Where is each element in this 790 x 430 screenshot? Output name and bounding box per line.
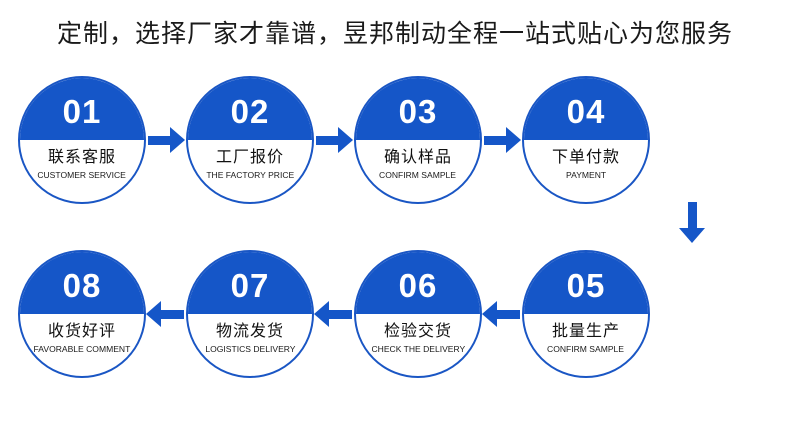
step-label-cn: 下单付款 xyxy=(551,149,620,166)
step-number: 01 xyxy=(62,92,102,130)
step-label-en: CHECK THE DELIVERY xyxy=(371,343,465,354)
step-labels: 确认样品 CONFIRM SAMPLE xyxy=(356,140,480,202)
step-label-en: CUSTOMER SERVICE xyxy=(37,169,127,180)
step-number: 03 xyxy=(398,92,438,130)
step-number-badge: 06 xyxy=(356,252,480,314)
flow-row-bottom: 08 收货好评 FAVORABLE COMMENT 07 物流发货 LOGIST… xyxy=(0,250,790,378)
step-label-en: FAVORABLE COMMENT xyxy=(33,343,131,354)
step-number-badge: 08 xyxy=(20,252,144,314)
step-number: 06 xyxy=(398,266,438,304)
step-number-badge: 03 xyxy=(356,78,480,140)
flow-step-01[interactable]: 01 联系客服 CUSTOMER SERVICE xyxy=(18,76,146,204)
arrow-right-icon xyxy=(314,127,354,153)
step-labels: 批量生产 CONFIRM SAMPLE xyxy=(524,314,648,376)
step-number: 07 xyxy=(230,266,270,304)
step-label-en: PAYMENT xyxy=(565,169,607,180)
step-labels: 物流发货 LOGISTICS DELIVERY xyxy=(188,314,312,376)
step-labels: 联系客服 CUSTOMER SERVICE xyxy=(20,140,144,202)
arrow-left-icon xyxy=(314,301,354,327)
step-number-badge: 05 xyxy=(524,252,648,314)
step-number-badge: 01 xyxy=(20,78,144,140)
arrow-right-icon xyxy=(146,127,186,153)
arrow-left-icon xyxy=(482,301,522,327)
step-number: 02 xyxy=(230,92,270,130)
step-label-cn: 物流发货 xyxy=(215,323,284,340)
step-label-cn: 联系客服 xyxy=(47,149,116,166)
step-labels: 下单付款 PAYMENT xyxy=(524,140,648,202)
page-title: 定制，选择厂家才靠谱，昱邦制动全程一站式贴心为您服务 xyxy=(56,20,733,48)
step-label-cn: 工厂报价 xyxy=(215,149,284,166)
step-number: 05 xyxy=(566,266,606,304)
arrow-left-icon xyxy=(146,301,186,327)
step-label-cn: 收货好评 xyxy=(47,323,116,340)
step-number: 04 xyxy=(566,92,606,130)
step-label-cn: 检验交货 xyxy=(383,323,452,340)
step-labels: 工厂报价 THE FACTORY PRICE xyxy=(188,140,312,202)
step-label-cn: 确认样品 xyxy=(383,149,452,166)
step-number-badge: 04 xyxy=(524,78,648,140)
step-labels: 收货好评 FAVORABLE COMMENT xyxy=(20,314,144,376)
step-label-en: THE FACTORY PRICE xyxy=(206,169,294,180)
step-label-en: CONFIRM SAMPLE xyxy=(379,169,457,180)
step-number: 08 xyxy=(62,266,102,304)
flow-step-07[interactable]: 07 物流发货 LOGISTICS DELIVERY xyxy=(186,250,314,378)
flow-step-05[interactable]: 05 批量生产 CONFIRM SAMPLE xyxy=(522,250,650,378)
arrow-down-icon xyxy=(679,202,705,244)
step-label-en: CONFIRM SAMPLE xyxy=(547,343,625,354)
step-label-en: LOGISTICS DELIVERY xyxy=(204,343,296,354)
flow-step-04[interactable]: 04 下单付款 PAYMENT xyxy=(522,76,650,204)
arrow-right-icon xyxy=(482,127,522,153)
step-number-badge: 02 xyxy=(188,78,312,140)
flow-row-top: 01 联系客服 CUSTOMER SERVICE 02 工厂报价 THE FAC… xyxy=(0,76,790,204)
step-labels: 检验交货 CHECK THE DELIVERY xyxy=(356,314,480,376)
step-number-badge: 07 xyxy=(188,252,312,314)
step-label-cn: 批量生产 xyxy=(551,323,620,340)
flow-step-03[interactable]: 03 确认样品 CONFIRM SAMPLE xyxy=(354,76,482,204)
flow-step-06[interactable]: 06 检验交货 CHECK THE DELIVERY xyxy=(354,250,482,378)
flow-step-02[interactable]: 02 工厂报价 THE FACTORY PRICE xyxy=(186,76,314,204)
flow-step-08[interactable]: 08 收货好评 FAVORABLE COMMENT xyxy=(18,250,146,378)
